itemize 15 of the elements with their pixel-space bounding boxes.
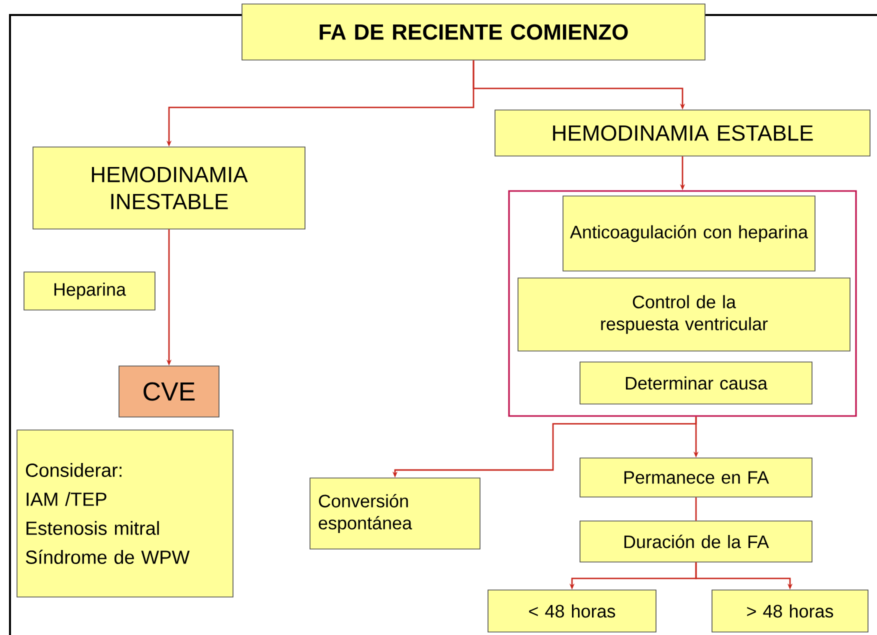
process-box: > 48 horas	[712, 590, 868, 632]
process-box: Control de la respuesta ventricular	[518, 278, 850, 352]
process-box: HEMODINAMIA ESTABLE	[494, 110, 870, 156]
process-box: Determinar causa	[580, 362, 812, 404]
process-box: CVE	[118, 366, 220, 418]
note-box: Considerar: IAM /TEP Estenosis mitral Síndrome de WPW	[16, 430, 234, 598]
process-box: Permanece en FA	[580, 458, 812, 498]
process-box: Conversión espontánea	[310, 478, 480, 550]
process-box: < 48 horas	[488, 590, 656, 632]
process-box: HEMODINAMIA INESTABLE	[32, 146, 306, 230]
process-box: Anticoagulación con heparina	[562, 196, 816, 272]
process-box: Duración de la FA	[580, 520, 812, 562]
note-box: Heparina	[24, 272, 156, 310]
group-frame	[508, 190, 857, 417]
title-box: FA DE RECIENTE COMIENZO	[242, 4, 706, 60]
